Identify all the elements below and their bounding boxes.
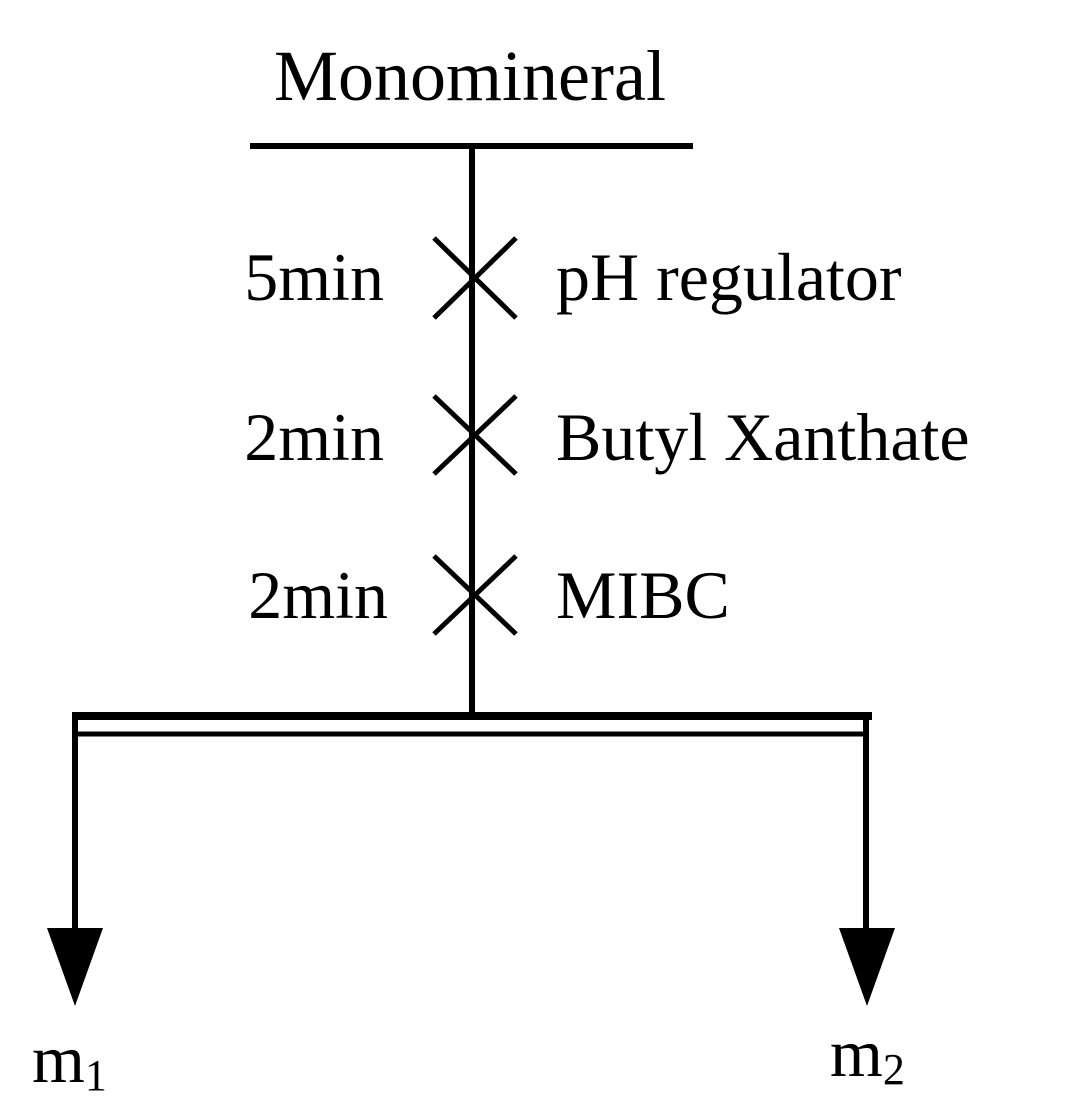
output-label-1-subscript: 1 (85, 1051, 107, 1100)
output-label-2-subscript: 2 (883, 1045, 905, 1094)
reagent-addition-marker-icon (432, 554, 518, 636)
reagent-step-2: 2min Butyl Xanthate (244, 394, 970, 476)
arrow-down-icon (47, 928, 103, 1006)
flotation-bar (72, 712, 872, 737)
feed-label: Monomineral (274, 36, 666, 116)
step-reagent-2: Butyl Xanthate (556, 399, 970, 475)
arrow-down-icon (839, 928, 895, 1006)
output-label-2-base: m (830, 1015, 883, 1091)
output-label-2: m2 (830, 1015, 905, 1094)
output-branch-right (839, 716, 895, 1006)
reagent-addition-marker-icon (432, 394, 518, 476)
step-reagent-3: MIBC (556, 557, 730, 633)
reagent-addition-marker-icon (432, 236, 518, 320)
step-time-3: 2min (248, 557, 388, 633)
step-reagent-1: pH regulator (556, 239, 902, 315)
output-branch-left (47, 716, 103, 1006)
step-time-1: 5min (244, 239, 384, 315)
reagent-step-1: 5min pH regulator (244, 236, 902, 320)
output-label-1: m1 (32, 1021, 107, 1100)
reagent-step-3: 2min MIBC (248, 554, 730, 636)
output-label-1-base: m (32, 1021, 85, 1097)
step-time-2: 2min (244, 399, 384, 475)
